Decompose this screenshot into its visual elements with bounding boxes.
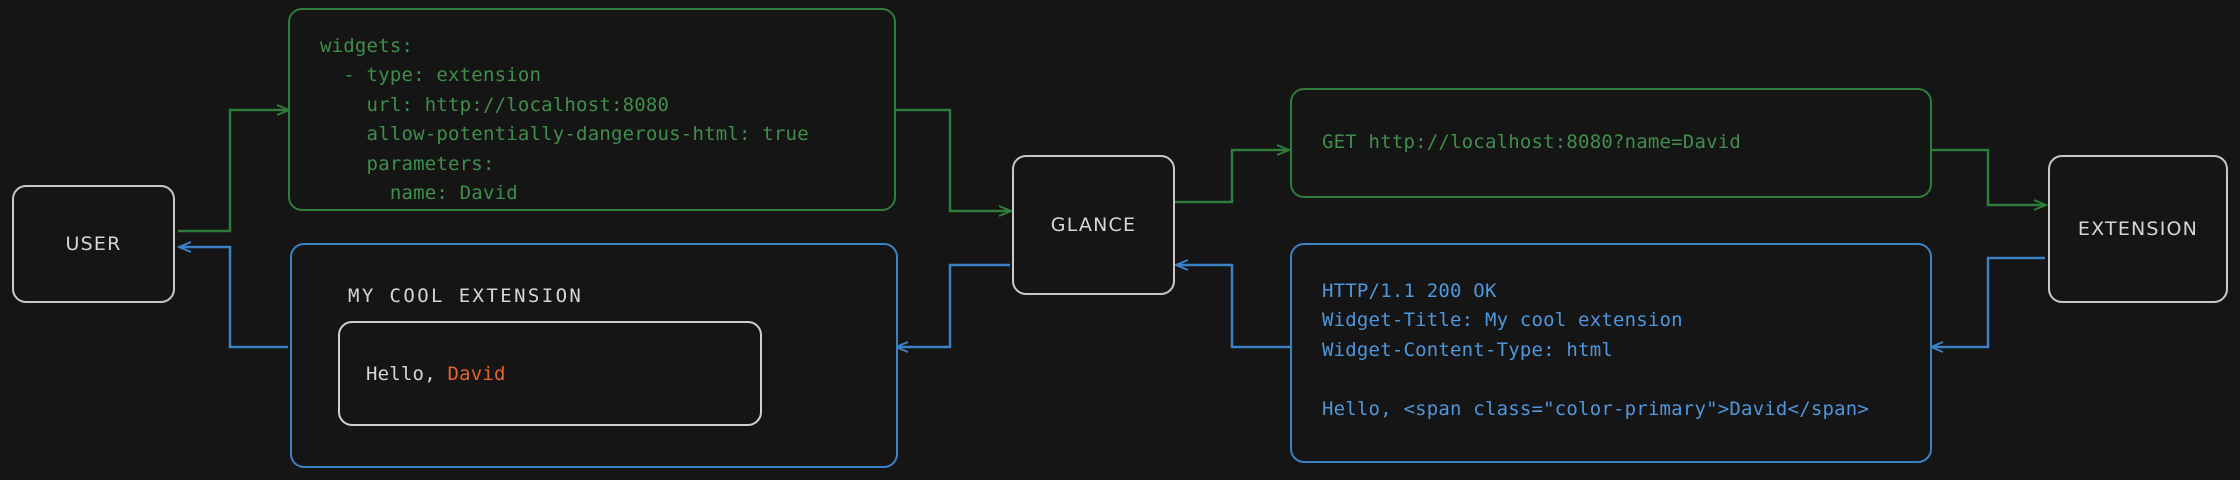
widget-preview-container[interactable]: MY COOL EXTENSION Hello, David — [290, 243, 898, 468]
widget-preview-card: Hello, David — [338, 321, 762, 426]
edge-glance-to-request — [1175, 150, 1288, 204]
edge-response-to-glance — [1177, 265, 1290, 349]
glance-http-request-text: GET http://localhost:8080?name=David — [1322, 131, 1742, 154]
extension-http-response-text: HTTP/1.1 200 OK Widget-Title: My cool ex… — [1322, 280, 1870, 420]
node-glance[interactable]: GLANCE — [1012, 155, 1175, 295]
node-glance-label: GLANCE — [1050, 214, 1137, 236]
node-extension-label: EXTENSION — [2077, 218, 2199, 240]
edge-user-to-config — [178, 110, 288, 233]
widget-preview-body: Hello, David — [366, 363, 506, 385]
message-box-extension-http-response[interactable]: HTTP/1.1 200 OK Widget-Title: My cool ex… — [1290, 243, 1932, 463]
node-user-label: USER — [65, 233, 122, 255]
edge-glance-to-widget — [897, 263, 1010, 347]
widget-preview-title: MY COOL EXTENSION — [348, 285, 584, 307]
widget-preview-body-accent: David — [447, 362, 506, 385]
message-box-glance-http-request[interactable]: GET http://localhost:8080?name=David — [1290, 88, 1932, 198]
edge-widget-to-user — [180, 247, 288, 349]
widget-preview-body-prefix: Hello, — [366, 362, 448, 385]
node-extension[interactable]: EXTENSION — [2048, 155, 2228, 303]
node-user[interactable]: USER — [12, 185, 175, 303]
edge-extension-to-response — [1932, 256, 2045, 347]
edge-config-to-glance — [895, 108, 1010, 211]
edge-request-to-extension — [1930, 148, 2045, 205]
message-box-user-config-yaml[interactable]: widgets: - type: extension url: http://l… — [288, 8, 896, 211]
user-config-yaml-text: widgets: - type: extension url: http://l… — [320, 35, 809, 205]
